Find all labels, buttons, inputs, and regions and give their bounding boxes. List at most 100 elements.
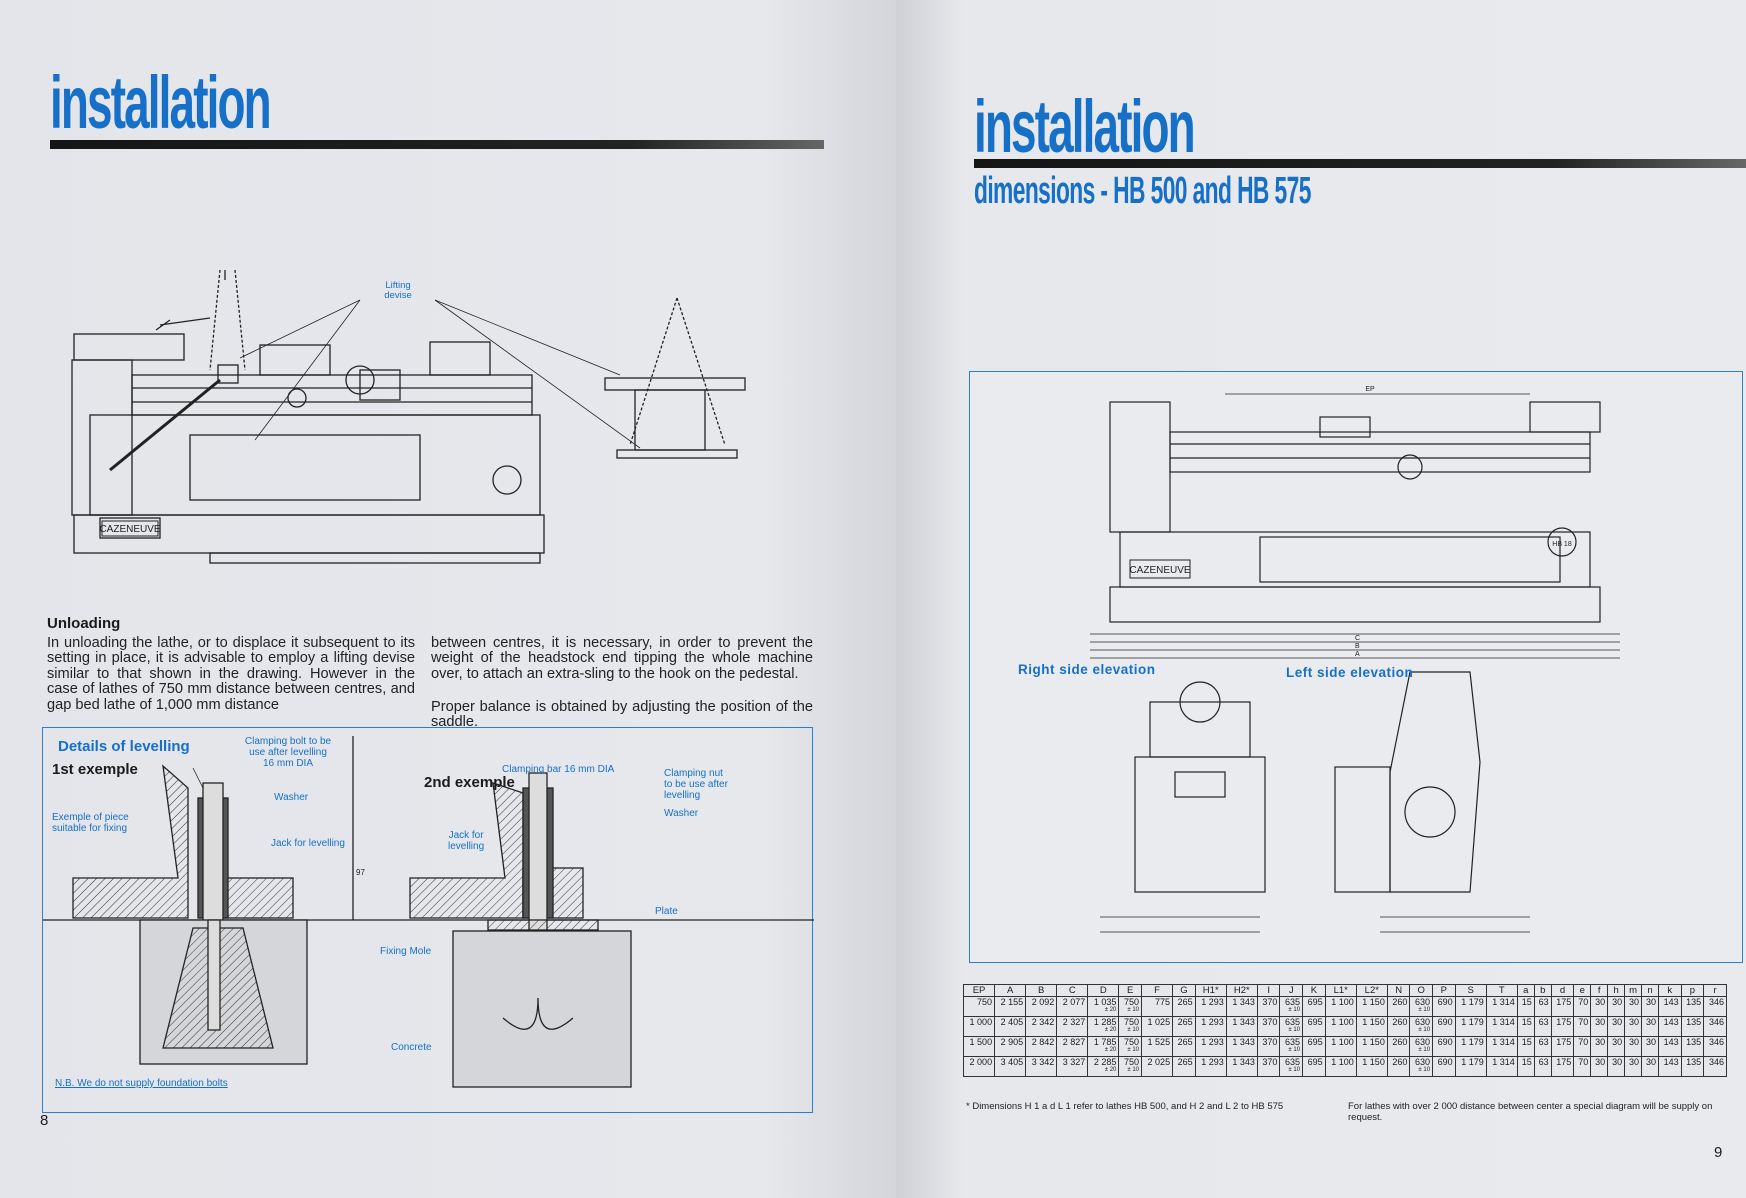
cell-value: 265 [1177,1037,1193,1047]
cell-value: 1 179 [1461,1057,1484,1067]
cell-value: 775 [1155,997,1171,1007]
dim-ep: EP [1365,386,1375,393]
table-cell: 2 155 [994,996,1027,1017]
jack-label-2: Jack for levelling [448,830,484,852]
table-cell: 175 [1550,1036,1575,1057]
table-cell: 630± 10 [1409,1056,1434,1077]
table-cell: 30 [1590,1036,1609,1057]
cell-value: 750 [1123,1017,1139,1027]
label-line: use after levelling [249,747,327,758]
table-cell: 1 100 [1324,1036,1357,1057]
table-cell: 30 [1607,1056,1626,1077]
table-cell: 346 [1703,1016,1727,1037]
cell-value: 750 [1123,1057,1139,1067]
clamping-nut-label: Clamping nut to be use after levelling [664,768,728,801]
table-cell: 695 [1302,1056,1326,1077]
table-cell: 30 [1607,1036,1626,1057]
label-line: Clamping nut [664,768,723,779]
cell-value: 1 179 [1461,1017,1484,1027]
cell-value: 2 342 [1031,1017,1055,1027]
table-cell: 750 [962,996,996,1017]
table-cell: 346 [1703,1036,1727,1057]
table-cell: 30 [1641,996,1659,1017]
table-cell: 70 [1573,996,1592,1017]
table-cell: 1 314 [1485,1016,1518,1037]
table-cell: 3 342 [1025,1056,1058,1077]
table-cell: 135 [1680,1056,1705,1077]
column-header: D [1087,984,1120,997]
cell-tolerance: ± 10 [1288,1007,1301,1013]
cell-value: 30 [1629,997,1640,1007]
table-cell: 690 [1432,1016,1456,1037]
column-header: e [1573,984,1592,997]
column-header: O [1409,984,1434,997]
cell-value: 690 [1437,1017,1453,1027]
table-cell: 70 [1573,1036,1592,1057]
page-title: installation [50,61,272,144]
table-cell: 63 [1533,996,1552,1017]
cell-value: 2 327 [1062,1017,1086,1027]
table-cell: 695 [1302,1036,1326,1057]
cell-value: 370 [1262,1017,1278,1027]
lifting-label: Lifting [385,280,410,291]
cell-value: 265 [1177,997,1193,1007]
cell-value: 30 [1645,1017,1656,1027]
cell-value: 70 [1578,997,1589,1007]
cell-value: 2 842 [1031,1037,1055,1047]
table-cell: 2 905 [994,1036,1027,1057]
table-cell: 143 [1657,1016,1682,1037]
dim-a: A [1355,651,1360,658]
cell-value: 1 179 [1461,1037,1484,1047]
cell-value: 30 [1595,1037,1606,1047]
cell-value: 1 314 [1492,997,1515,1007]
cell-value: 175 [1556,997,1572,1007]
table-cell: 2 842 [1025,1036,1058,1057]
cell-value: 30 [1595,1057,1606,1067]
footnote-special-diagram: For lathes with over 2 000 distance betw… [1348,1101,1713,1123]
cell-value: 1 343 [1232,997,1255,1007]
column-header: C [1056,984,1089,997]
column-header: h [1607,984,1626,997]
table-cell: 1 285± 20 [1087,1016,1120,1037]
cell-value: 2 285 [1093,1057,1117,1067]
column-header: H2* [1225,984,1258,997]
table-cell: 750± 10 [1118,1016,1142,1037]
table-cell: 30 [1607,1016,1626,1037]
cell-value: 630 [1415,997,1431,1007]
table-cell: 750± 10 [1118,1056,1142,1077]
cell-value: 30 [1629,1057,1640,1067]
cell-value: 3 405 [1000,1057,1024,1067]
cell-value: 30 [1629,1037,1640,1047]
cell-value: 1 100 [1331,1037,1354,1047]
cell-value: 2 405 [1000,1017,1024,1027]
table-cell: 2 827 [1056,1036,1089,1057]
table-cell: 1 100 [1324,1056,1357,1077]
cell-value: 2 827 [1062,1037,1086,1047]
cell-tolerance: ± 10 [1288,1047,1301,1053]
cell-value: 15 [1521,1037,1532,1047]
column-header: k [1657,984,1682,997]
table-cell: 1 000 [962,1016,996,1037]
cell-value: 30 [1612,997,1623,1007]
table-cell: 1 525 [1140,1036,1174,1057]
table-cell: 1 314 [1485,1036,1518,1057]
table-cell: 70 [1573,1056,1592,1077]
cell-value: 695 [1307,1017,1323,1027]
column-header: N [1386,984,1411,997]
cell-value: 1 314 [1492,1037,1515,1047]
cell-value: 143 [1663,1017,1679,1027]
column-header: I [1256,984,1281,997]
cell-tolerance: ± 20 [1104,1067,1117,1073]
cell-tolerance: ± 10 [1418,1047,1431,1053]
cell-tolerance: ± 10 [1127,1047,1139,1053]
levelling-details-box: Details of levelling 1st exemple Clampin… [42,727,814,1113]
cell-value: 135 [1686,997,1702,1007]
label-line: levelling [448,841,485,852]
cell-value: 346 [1708,1037,1724,1047]
label-line: Jack for [448,830,484,841]
fixing-mole-label: Fixing Mole [380,946,432,957]
cell-value: 1 035 [1093,997,1117,1007]
label-line: Clamping bolt to be [244,736,332,747]
unloading-text-col2b: Proper balance is obtained by adjusting … [431,699,813,731]
